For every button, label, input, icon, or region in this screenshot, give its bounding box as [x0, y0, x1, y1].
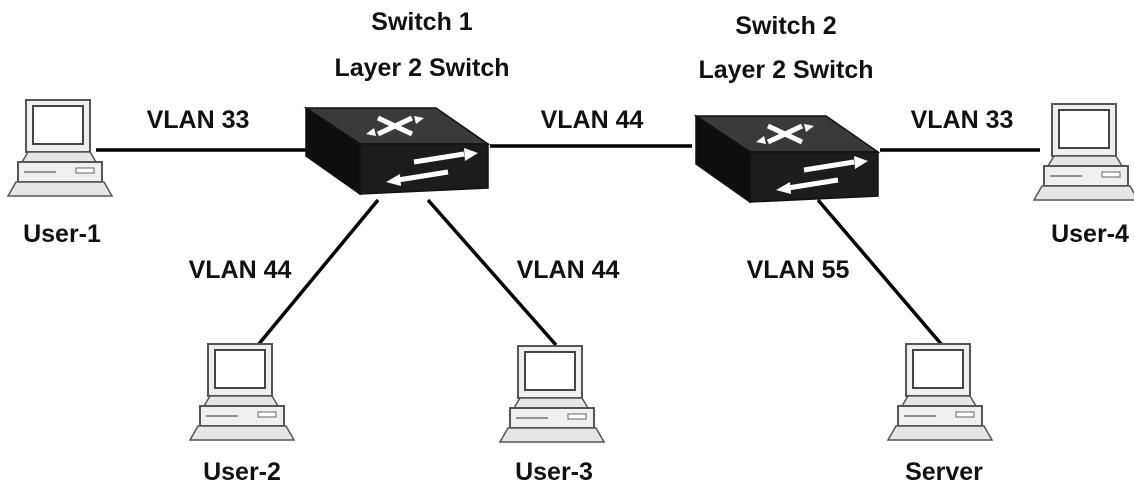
vlan-label-server: VLAN 55 [747, 256, 850, 284]
switch-2: Switch 2 Layer 2 Switch [696, 12, 878, 202]
switch-2-subtitle: Layer 2 Switch [698, 56, 873, 84]
link-switch2-server [816, 198, 944, 347]
switch-2-title: Switch 2 [735, 12, 836, 40]
pc-icon [887, 343, 993, 441]
host-user-2: User-2 [189, 343, 295, 486]
host-user-3-label: User-3 [515, 458, 593, 486]
switch-1-icon [306, 108, 488, 194]
vlan-label-user1: VLAN 33 [147, 106, 250, 134]
host-user-4-label: User-4 [1051, 220, 1129, 248]
host-user-4: User-4 [1033, 103, 1134, 248]
switch-1-title: Switch 1 [371, 8, 473, 36]
host-server-label: Server [905, 458, 983, 486]
pc-icon [499, 345, 605, 443]
host-server: Server [887, 343, 993, 486]
vlan-label-trunk: VLAN 44 [541, 106, 644, 134]
switch-1: Switch 1 Layer 2 Switch [306, 8, 510, 194]
link-switch1-user2 [256, 198, 380, 347]
links [96, 144, 1040, 347]
vlan-label-user4: VLAN 33 [911, 106, 1014, 134]
vlan-label-user3: VLAN 44 [517, 256, 620, 284]
switch-2-icon [696, 116, 878, 202]
link-switch1-user3 [426, 198, 558, 347]
switch-1-subtitle: Layer 2 Switch [334, 54, 509, 82]
pc-icon [189, 343, 295, 441]
pc-icon [7, 99, 113, 197]
vlan-labels: VLAN 33 VLAN 44 VLAN 33 VLAN 44 VLAN 44 … [147, 106, 1014, 284]
host-user-2-label: User-2 [203, 458, 281, 486]
host-user-1: User-1 [7, 99, 113, 248]
vlan-label-user2: VLAN 44 [189, 256, 292, 284]
host-user-3: User-3 [499, 345, 605, 486]
pc-icon [1033, 103, 1134, 201]
host-user-1-label: User-1 [23, 220, 101, 248]
